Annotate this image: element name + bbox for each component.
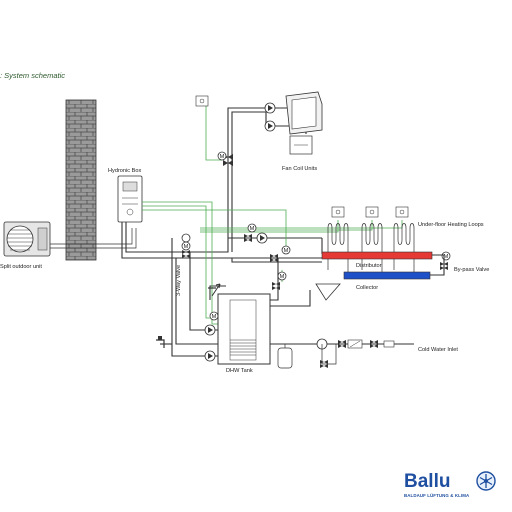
circulation-pumps xyxy=(181,102,328,362)
collector-manifold xyxy=(343,254,445,280)
distributor-manifold xyxy=(321,251,433,260)
motor-mark: M xyxy=(250,226,255,232)
bypass-valve xyxy=(440,262,448,270)
label-cold-water-inlet: Cold Water Inlet xyxy=(418,347,458,353)
thermostat-icon xyxy=(365,206,379,218)
cold-water-filters xyxy=(321,339,395,365)
expansion-vessel xyxy=(315,283,341,301)
motor-mark: M xyxy=(184,244,189,250)
dhw-tank xyxy=(211,283,271,365)
motor-mark: M xyxy=(220,154,225,160)
brand-name: Ballu xyxy=(404,471,450,492)
label-bypass-valve: By-pass Valve xyxy=(454,267,489,273)
fan-coil-unit xyxy=(285,91,323,155)
motor-mark: M xyxy=(280,274,285,280)
motor-mark: M xyxy=(284,248,289,254)
gate-valves xyxy=(182,154,378,368)
refrigerant-lines xyxy=(50,228,137,249)
label-distributor: Distributor xyxy=(356,263,382,269)
label-three-way-valve: 3-Way Valve xyxy=(176,265,182,296)
label-fan-coil-units: Fan Coil Units xyxy=(282,166,317,172)
brand-logo: Ballu BALDAUF LÜFTUNG & KLIMA xyxy=(404,471,496,498)
schematic-title: : System schematic xyxy=(0,71,65,80)
motorized-valve-markers: M M M M M M M xyxy=(181,151,451,321)
thermostat-icon xyxy=(195,95,209,107)
pump-icon xyxy=(204,324,216,336)
label-collector: Collector xyxy=(356,285,378,291)
hydronic-box xyxy=(117,175,143,223)
thermostat-icon xyxy=(395,206,409,218)
tap-icon xyxy=(156,336,165,348)
pump-icon xyxy=(256,232,268,244)
thermostat-icon xyxy=(331,206,345,218)
pump-icon xyxy=(264,102,276,114)
label-dhw-tank: DHW Tank xyxy=(226,368,253,374)
pump-icon xyxy=(204,350,216,362)
pump-icon xyxy=(264,120,276,132)
label-outdoor-unit: Split outdoor unit xyxy=(0,264,42,270)
room-thermostats xyxy=(195,95,409,218)
motor-mark: M xyxy=(444,254,449,260)
motor-mark: M xyxy=(212,314,217,320)
label-hydronic-box: Hydronic Box xyxy=(108,168,141,174)
label-underfloor-loops: Under-floor Heating Loops xyxy=(418,222,484,228)
underfloor-heating-loops xyxy=(327,223,415,272)
brand-subtitle: BALDAUF LÜFTUNG & KLIMA xyxy=(404,493,470,498)
pump-icon xyxy=(181,233,191,243)
outdoor-unit xyxy=(3,221,51,257)
cold-water-expansion-tank xyxy=(277,344,293,369)
snowflake-fan-icon xyxy=(476,471,496,491)
brick-wall xyxy=(65,99,97,261)
